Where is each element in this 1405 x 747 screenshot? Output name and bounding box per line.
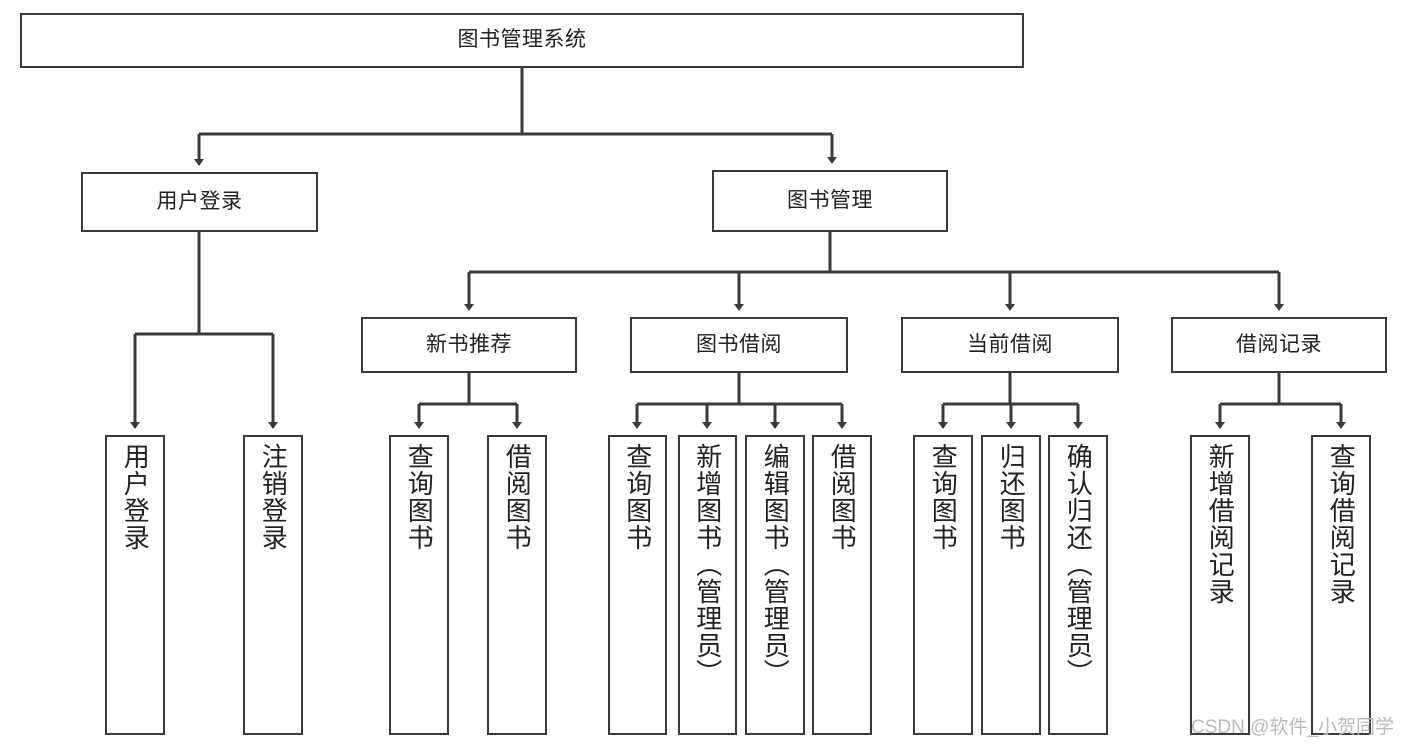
leaf-query-book-borrow-label: 查询图书 bbox=[622, 443, 653, 551]
leaf-query-book-current[interactable]: 查询图书 bbox=[913, 435, 973, 735]
node-user-login-label: 用户登录 bbox=[156, 189, 243, 213]
leaf-confirm-return-admin-label: 确认归还（管理员） bbox=[1063, 443, 1094, 686]
node-book-management-label: 图书管理 bbox=[787, 188, 873, 212]
node-user-login[interactable]: 用户登录 bbox=[81, 172, 318, 232]
leaf-query-borrow-record-label: 查询借阅记录 bbox=[1326, 443, 1357, 605]
leaf-confirm-return-admin[interactable]: 确认归还（管理员） bbox=[1048, 435, 1108, 735]
leaf-add-borrow-record[interactable]: 新增借阅记录 bbox=[1190, 435, 1250, 735]
leaf-query-book-current-label: 查询图书 bbox=[928, 443, 959, 551]
node-root[interactable]: 图书管理系统 bbox=[20, 13, 1024, 68]
node-new-book-recommend[interactable]: 新书推荐 bbox=[361, 317, 577, 373]
leaf-add-book-admin[interactable]: 新增图书（管理员） bbox=[678, 435, 737, 735]
leaf-query-book-newbook[interactable]: 查询图书 bbox=[389, 435, 449, 735]
leaf-query-book-newbook-label: 查询图书 bbox=[404, 443, 435, 551]
leaf-user-login-label: 用户登录 bbox=[120, 443, 151, 551]
node-current-borrow-label: 当前借阅 bbox=[967, 332, 1053, 356]
leaf-return-book[interactable]: 归还图书 bbox=[981, 435, 1041, 735]
node-book-borrow-label: 图书借阅 bbox=[696, 332, 782, 356]
node-book-borrow[interactable]: 图书借阅 bbox=[630, 317, 848, 373]
node-borrow-record-label: 借阅记录 bbox=[1236, 332, 1322, 356]
leaf-borrow-book-label: 借阅图书 bbox=[827, 443, 858, 551]
leaf-query-borrow-record[interactable]: 查询借阅记录 bbox=[1311, 435, 1371, 735]
node-book-management[interactable]: 图书管理 bbox=[712, 170, 948, 232]
node-borrow-record[interactable]: 借阅记录 bbox=[1171, 317, 1387, 373]
node-current-borrow[interactable]: 当前借阅 bbox=[901, 317, 1119, 373]
leaf-borrow-book-newbook-label: 借阅图书 bbox=[502, 443, 533, 551]
leaf-return-book-label: 归还图书 bbox=[996, 443, 1027, 551]
node-new-book-recommend-label: 新书推荐 bbox=[426, 332, 512, 356]
leaf-add-book-admin-label: 新增图书（管理员） bbox=[692, 443, 723, 686]
leaf-query-book-borrow[interactable]: 查询图书 bbox=[608, 435, 667, 735]
leaf-logout-label: 注销登录 bbox=[258, 443, 289, 551]
leaf-edit-book-admin[interactable]: 编辑图书（管理员） bbox=[745, 435, 805, 735]
leaf-borrow-book[interactable]: 借阅图书 bbox=[812, 435, 872, 735]
leaf-edit-book-admin-label: 编辑图书（管理员） bbox=[760, 443, 791, 686]
node-root-label: 图书管理系统 bbox=[457, 28, 587, 52]
leaf-add-borrow-record-label: 新增借阅记录 bbox=[1205, 443, 1236, 605]
leaf-logout[interactable]: 注销登录 bbox=[243, 435, 303, 735]
watermark-text: CSDN @软件_小贺同学 bbox=[1191, 717, 1394, 738]
leaf-user-login[interactable]: 用户登录 bbox=[105, 435, 165, 735]
leaf-borrow-book-newbook[interactable]: 借阅图书 bbox=[487, 435, 547, 735]
